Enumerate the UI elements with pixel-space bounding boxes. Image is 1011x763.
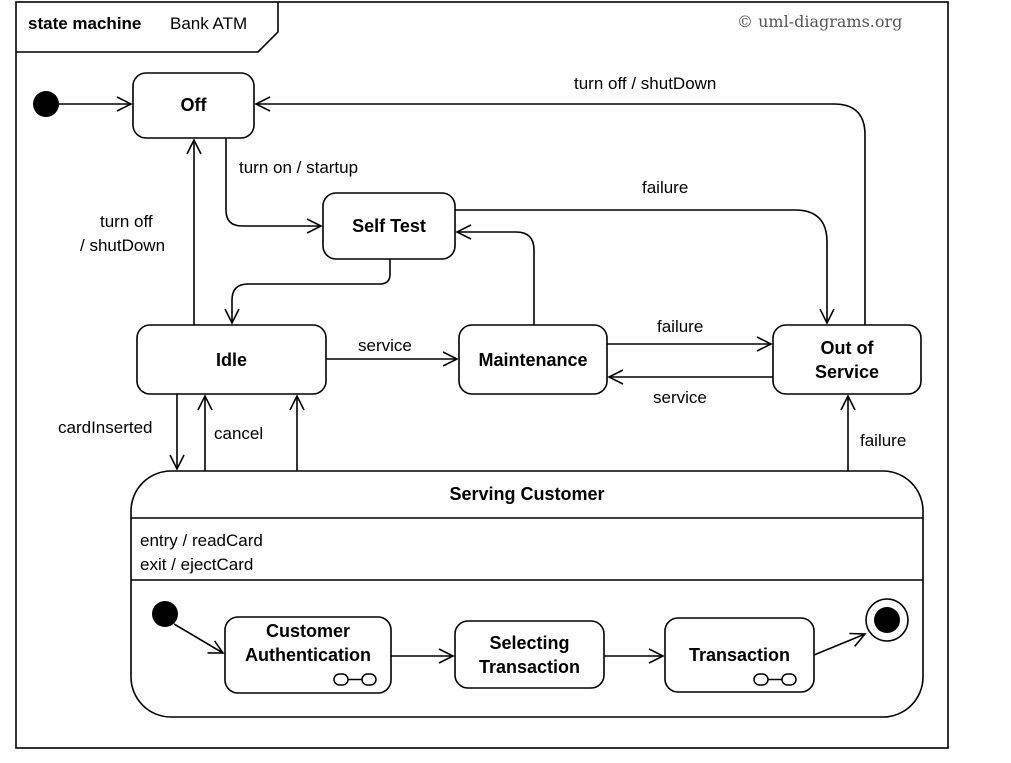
transition-initial-to-off (59, 96, 133, 112)
state-self-test-label: Self Test (352, 216, 426, 236)
transition-maintenance-to-selftest (455, 224, 535, 325)
transition-outofservice-to-off (254, 96, 866, 325)
state-selecting-transaction-label-line2: Transaction (479, 657, 580, 677)
transition-nested-initial-to-auth (173, 623, 225, 654)
frame-name: Bank ATM (170, 14, 247, 33)
transition-servingcustomer-to-outofservice (840, 394, 856, 471)
state-maintenance-label: Maintenance (478, 350, 587, 370)
transition-servingcustomer-to-idle-cancel (197, 394, 213, 471)
transition-label-failure-selftest: failure (642, 178, 688, 197)
state-selecting-transaction: Selecting Transaction (454, 620, 605, 689)
state-serving-customer-label: Serving Customer (449, 484, 604, 504)
transition-outofservice-to-maintenance (607, 369, 773, 385)
transition-off-to-selftest (225, 138, 323, 234)
transition-idle-to-servingcustomer (169, 394, 185, 471)
state-self-test: Self Test (322, 192, 456, 260)
transition-selecting-to-transaction (604, 648, 665, 664)
transition-auth-to-selecting (391, 648, 455, 664)
frame-name-tab (16, 2, 279, 53)
state-out-of-service: Out of Service (772, 324, 922, 395)
transition-servingcustomer-to-idle-completion (289, 394, 305, 471)
state-idle-label: Idle (216, 350, 247, 370)
state-maintenance: Maintenance (458, 324, 608, 395)
transition-transaction-to-final (813, 632, 867, 656)
transition-label-service-idle: service (358, 336, 412, 355)
transition-label-turn-on: turn on / startup (239, 158, 358, 177)
copyright-notice: © uml-diagrams.org (737, 12, 902, 31)
submachine-glasses-icon (753, 673, 797, 686)
state-transaction-label: Transaction (689, 645, 790, 665)
exit-activity: exit / ejectCard (140, 555, 253, 574)
state-customer-authentication: Customer Authentication (224, 616, 392, 694)
initial-pseudostate (33, 91, 59, 117)
state-off: Off (132, 72, 255, 139)
transition-label-failure-maintenance: failure (657, 317, 703, 336)
state-off-label: Off (181, 95, 208, 115)
transition-label-failure-serving: failure (860, 431, 906, 450)
transition-selftest-to-idle (224, 259, 391, 325)
transition-selftest-to-outofservice (455, 209, 835, 325)
frame-kind: state machine (28, 14, 141, 33)
transition-idle-to-off (186, 138, 202, 325)
state-customer-authentication-label-line1: Customer (266, 621, 350, 641)
transition-label-turn-off-line1: turn off (100, 212, 153, 231)
nested-initial-pseudostate (152, 601, 178, 627)
state-transaction: Transaction (664, 617, 815, 693)
transition-label-card-inserted: cardInserted (58, 418, 153, 437)
entry-activity: entry / readCard (140, 531, 263, 550)
state-out-of-service-label-line2: Service (815, 362, 879, 382)
transition-label-service-oos: service (653, 388, 707, 407)
transition-label-turn-off-top: turn off / shutDown (574, 74, 716, 93)
final-state (865, 598, 909, 642)
state-selecting-transaction-label-line1: Selecting (489, 633, 569, 653)
submachine-glasses-icon (333, 673, 377, 686)
transition-label-cancel: cancel (214, 424, 263, 443)
transition-maintenance-to-outofservice (607, 336, 773, 352)
transition-idle-to-maintenance (326, 351, 459, 367)
state-customer-authentication-label-line2: Authentication (245, 645, 371, 665)
state-idle: Idle (136, 324, 327, 395)
transition-label-turn-off-line2: / shutDown (80, 236, 165, 255)
state-out-of-service-label-line1: Out of (821, 338, 875, 358)
